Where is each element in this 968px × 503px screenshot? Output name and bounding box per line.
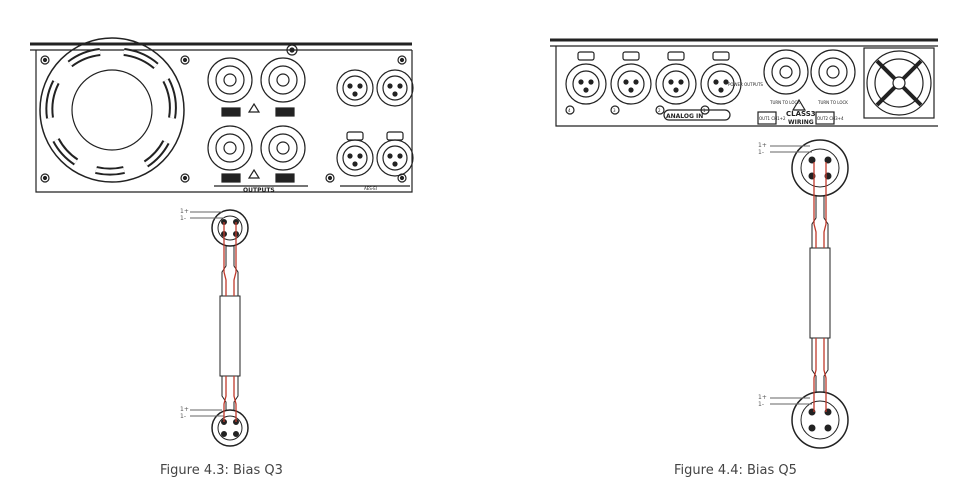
figure-bias-q3: OUTPUTS AES-EI 1+ 1- 1+ 1-	[0, 0, 470, 460]
figure-caption-left: Figure 4.3: Bias Q3	[160, 463, 283, 478]
amp-rear-panel-right	[550, 38, 938, 127]
speakon-cable-right	[770, 139, 849, 449]
figure-bias-q3-drawing: OUTPUTS AES-EI 1+ 1- 1+ 1-	[30, 37, 414, 447]
label-analog-in: ANALOG IN	[666, 113, 703, 120]
label-out-a: OUT1 CH1+2	[759, 116, 786, 121]
bias-wires-left	[223, 222, 237, 422]
figure-bias-q5: ANALOG IN POWER OUTPUTS TURN TO LOCK TUR…	[470, 0, 968, 460]
bias-wires-right	[813, 162, 827, 412]
wire-label-bottom-neg: 1-	[180, 413, 186, 420]
label-turn-to-lock-1: TURN TO LOCK	[769, 100, 800, 105]
wire-label-bottom-neg-right: 1-	[758, 401, 764, 408]
wire-label-top-neg: 1-	[180, 215, 186, 222]
input-number-3: 3	[613, 108, 616, 113]
label-wiring: WIRING	[788, 119, 814, 126]
label-turn-to-lock-2: TURN TO LOCK	[817, 100, 848, 105]
label-out-b: OUT2 CH3+4	[817, 116, 844, 121]
input-number-1: 1	[703, 108, 706, 113]
figure-caption-right: Figure 4.4: Bias Q5	[674, 463, 797, 478]
input-number-4: 4	[568, 108, 571, 113]
wire-label-top-neg-right: 1-	[758, 149, 764, 156]
figure-bias-q5-drawing: ANALOG IN POWER OUTPUTS TURN TO LOCK TUR…	[550, 38, 938, 449]
xlr-connectors-left	[336, 69, 414, 187]
input-number-2: 2	[658, 108, 661, 113]
amp-rear-panel-left	[30, 37, 414, 193]
xlr-inputs-right	[565, 51, 742, 115]
label-power-outputs: POWER OUTPUTS	[728, 82, 763, 87]
wire-label-top-pos: 1+	[180, 208, 189, 215]
speakon-outputs-right	[757, 49, 856, 125]
panel-label-outputs: OUTPUTS	[243, 187, 275, 194]
speakon-cable-left	[190, 209, 249, 447]
speakon-connectors-left	[207, 57, 306, 183]
wire-label-top-pos-right: 1+	[758, 142, 767, 149]
label-class3: CLASS3	[786, 110, 816, 118]
wire-label-bottom-pos: 1+	[180, 406, 189, 413]
panel-label-aes: AES-EI	[364, 186, 377, 191]
wire-label-bottom-pos-right: 1+	[758, 394, 767, 401]
